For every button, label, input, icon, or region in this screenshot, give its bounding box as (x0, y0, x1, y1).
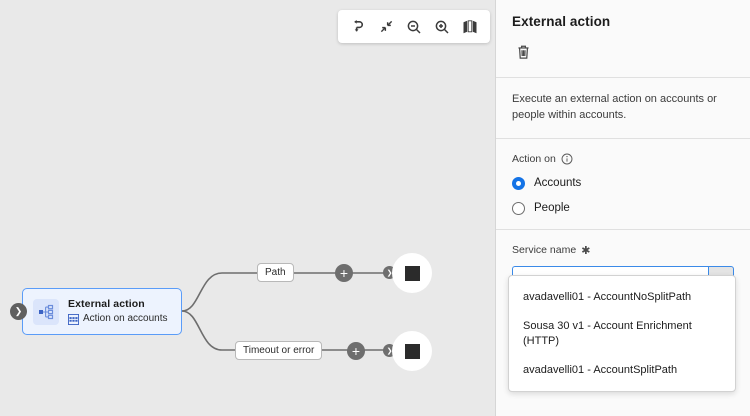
stop-square-icon (404, 343, 420, 359)
divider (496, 77, 750, 78)
connector-lines (181, 272, 386, 351)
action-on-section: Action on Accounts People (496, 139, 750, 229)
add-step-button-path[interactable]: + (335, 264, 353, 282)
redo-icon[interactable] (344, 13, 372, 41)
split-hierarchy-icon (33, 298, 59, 325)
end-node-path[interactable] (392, 253, 432, 293)
node-external-action[interactable]: External action Action on ac (22, 288, 182, 335)
divider (496, 137, 750, 139)
collapse-icon[interactable] (372, 13, 400, 41)
panel-actions (512, 41, 734, 63)
service-name-dropdown[interactable]: avadavelli01 - AccountNoSplitPath Sousa … (508, 275, 736, 393)
radio-people-label: People (534, 202, 570, 215)
dropdown-option[interactable]: Sousa 30 v1 - Account Enrichment (HTTP) (523, 319, 692, 347)
node-subtitle: Action on accounts (83, 313, 168, 325)
map-icon[interactable] (456, 13, 484, 41)
dropdown-option[interactable]: avadavelli01 - AccountSplitPath (523, 363, 678, 376)
radio-people[interactable]: People (512, 201, 734, 215)
canvas-toolbar[interactable] (338, 10, 490, 43)
zoom-out-icon[interactable] (400, 13, 428, 41)
dropdown-option[interactable]: avadavelli01 - AccountNoSplitPath (523, 291, 692, 303)
radio-accounts-indicator[interactable] (512, 176, 525, 190)
panel-title: External action (512, 14, 611, 29)
branch-label-path[interactable]: Path (257, 263, 294, 282)
node-subtitle-row: Action on accounts (68, 313, 168, 325)
stop-square-icon (404, 265, 420, 281)
node-title: External action (68, 298, 145, 311)
required-marker: ✱ (581, 244, 591, 257)
action-on-label: Action on (512, 152, 556, 165)
service-name-label: Service name (512, 244, 577, 257)
workflow-canvas[interactable]: ❯ External action (0, 0, 495, 416)
radio-people-indicator[interactable] (512, 201, 525, 215)
end-node-timeout[interactable] (392, 331, 432, 371)
action-on-label-row: Action on (512, 153, 734, 165)
info-icon[interactable] (561, 153, 573, 165)
panel-description: Execute an external action on accounts o… (512, 93, 717, 121)
radio-accounts-label: Accounts (534, 177, 582, 190)
panel-description-section: Execute an external action on accounts o… (496, 78, 750, 138)
radio-accounts[interactable]: Accounts (512, 176, 734, 190)
panel-header: External action (496, 0, 750, 77)
grid-icon (68, 313, 79, 325)
properties-panel: External action Execute an external acti… (495, 0, 750, 416)
trash-icon[interactable] (512, 41, 534, 63)
branch-label-timeout[interactable]: Timeout or error (235, 341, 323, 360)
service-name-label-row: Service name ✱ (512, 244, 734, 257)
zoom-in-icon[interactable] (428, 13, 456, 41)
node-inlet-chevron-right-icon[interactable]: ❯ (10, 303, 27, 320)
add-step-button-timeout[interactable]: + (347, 342, 365, 360)
divider (496, 228, 750, 230)
